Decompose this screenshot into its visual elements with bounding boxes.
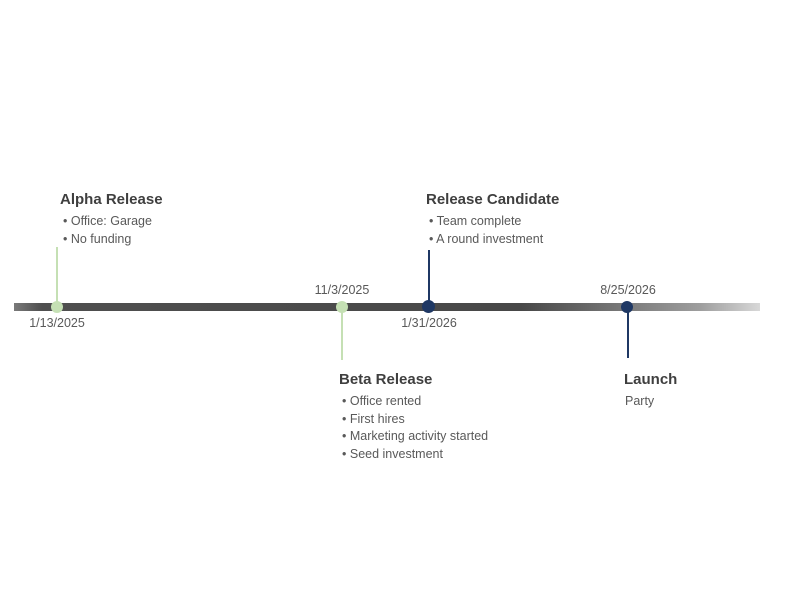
milestone-content-beta: Beta Release Office rented First hires M… — [339, 371, 488, 463]
milestone-content-alpha: Alpha Release Office: Garage No funding — [60, 191, 163, 248]
milestone-description: Party — [625, 394, 655, 408]
milestone-marker-launch — [621, 301, 633, 313]
milestone-content-release-candidate: Release Candidate Team complete A round … — [426, 191, 559, 248]
milestone-marker-release-candidate — [422, 300, 435, 313]
milestone-date: 1/13/2025 — [29, 316, 85, 330]
milestone-title: Beta Release — [339, 371, 433, 388]
milestone-bullet-list: Office rented First hires Marketing acti… — [339, 393, 488, 463]
milestone-bullet: Team complete — [429, 213, 559, 231]
milestone-title: Launch — [624, 371, 678, 388]
milestone-bullet: Seed investment — [342, 446, 488, 464]
milestone-connector-beta — [341, 307, 343, 360]
milestone-bullet: Office rented — [342, 393, 488, 411]
milestone-bullet: First hires — [342, 411, 488, 429]
milestone-title: Alpha Release — [60, 191, 163, 208]
milestone-date: 8/25/2026 — [600, 283, 656, 297]
milestone-connector-release-candidate — [428, 250, 430, 305]
milestone-date: 11/3/2025 — [314, 283, 370, 297]
milestone-bullet-list: Team complete A round investment — [426, 213, 559, 248]
milestone-title: Release Candidate — [426, 191, 560, 208]
milestone-bullet: Marketing activity started — [342, 428, 488, 446]
milestone-marker-alpha — [51, 301, 63, 313]
milestone-content-launch: Launch Party — [624, 371, 677, 411]
milestone-date: 1/31/2026 — [401, 316, 457, 330]
milestone-bullet: No funding — [63, 231, 163, 249]
milestone-bullet-list: Office: Garage No funding — [60, 213, 163, 248]
timeline-axis — [14, 303, 760, 311]
milestone-bullet: Office: Garage — [63, 213, 163, 231]
milestone-connector-launch — [627, 307, 629, 358]
milestone-bullet: A round investment — [429, 231, 559, 249]
milestone-marker-beta — [336, 301, 348, 313]
milestone-connector-alpha — [56, 247, 58, 305]
